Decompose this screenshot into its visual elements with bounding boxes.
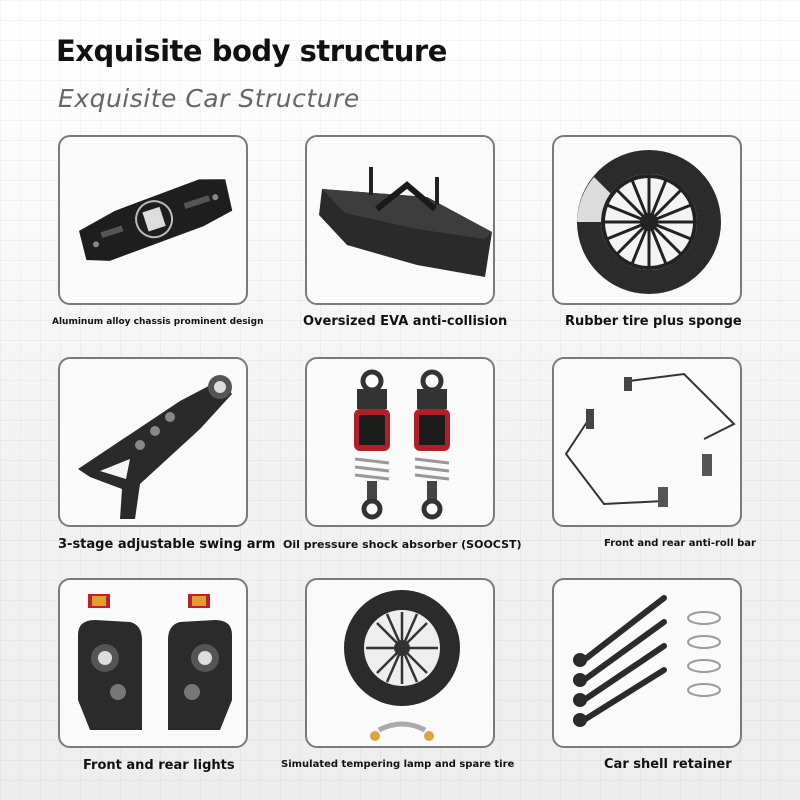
- card-shell-retainer: [552, 578, 742, 748]
- caption-eva-bumper: Oversized EVA anti-collision: [303, 314, 508, 329]
- shock-absorber-icon: [354, 369, 450, 520]
- caption-swing-arm: 3-stage adjustable swing arm: [58, 537, 276, 552]
- chassis-plate-icon: [79, 179, 233, 261]
- caption-anti-roll: Front and rear anti-roll bar: [604, 538, 756, 549]
- tire-sponge-icon: [577, 150, 721, 294]
- card-eva-bumper: [305, 135, 495, 305]
- caption-shell-retainer: Car shell retainer: [604, 757, 732, 772]
- spare-tire-icon: [344, 590, 460, 741]
- card-tire: [552, 135, 742, 305]
- card-spare-tire: [305, 578, 495, 748]
- caption-chassis: Aluminum alloy chassis prominent design: [52, 317, 264, 327]
- card-shock: [305, 357, 495, 527]
- caption-shock: Oil pressure shock absorber (SOOCST): [283, 538, 522, 551]
- card-anti-roll: [552, 357, 742, 527]
- anti-roll-bar-icon: [564, 372, 736, 507]
- page-title: Exquisite body structure: [56, 34, 447, 68]
- shell-retainer-icon: [573, 595, 721, 727]
- swing-arm-icon: [78, 375, 232, 519]
- caption-tire: Rubber tire plus sponge: [565, 314, 742, 329]
- caption-lights: Front and rear lights: [83, 758, 235, 773]
- card-chassis: [58, 135, 248, 305]
- page-subtitle: Exquisite Car Structure: [58, 84, 360, 113]
- card-lights: [58, 578, 248, 748]
- lights-icon: [78, 594, 232, 730]
- card-swing-arm: [58, 357, 248, 527]
- eva-bumper-icon: [319, 167, 492, 277]
- caption-spare-tire: Simulated tempering lamp and spare tire: [281, 759, 515, 770]
